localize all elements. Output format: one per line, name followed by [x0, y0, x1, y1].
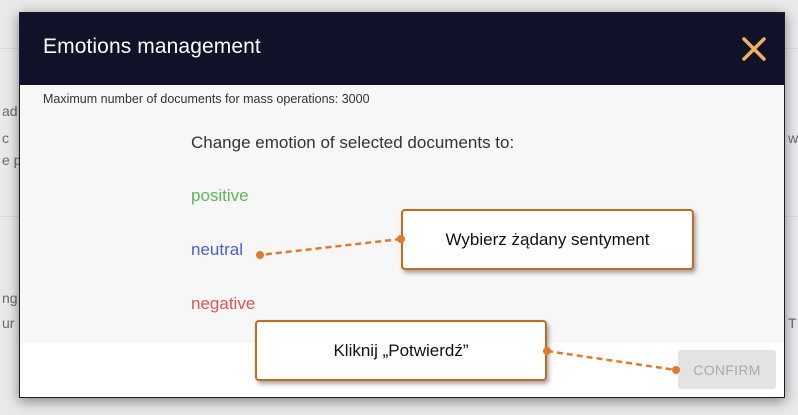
confirm-button[interactable]: CONFIRM	[678, 350, 776, 389]
close-icon	[742, 37, 766, 61]
emotion-option-negative[interactable]: negative	[191, 294, 256, 313]
background-fragment: T	[788, 315, 797, 331]
dialog-title: Emotions management	[43, 35, 261, 58]
background-fragment: ur	[2, 315, 15, 331]
max-documents-info: Maximum number of documents for mass ope…	[43, 92, 370, 106]
background-fragment: e p	[2, 152, 22, 168]
dialog-header: Emotions management	[20, 13, 784, 85]
callout-select-sentiment: Wybierz żądany sentyment	[401, 209, 694, 270]
emotion-option-neutral[interactable]: neutral	[191, 240, 243, 259]
change-emotion-prompt: Change emotion of selected documents to:	[191, 133, 515, 152]
callout-click-confirm: Kliknij „Potwierdź”	[255, 320, 547, 381]
background-fragment: c	[2, 130, 9, 146]
background-fragment: ad	[2, 103, 18, 119]
emotion-option-positive[interactable]: positive	[191, 186, 249, 205]
close-button[interactable]	[736, 31, 772, 67]
background-fragment: ng	[2, 290, 18, 306]
background-fragment: w	[788, 130, 798, 146]
